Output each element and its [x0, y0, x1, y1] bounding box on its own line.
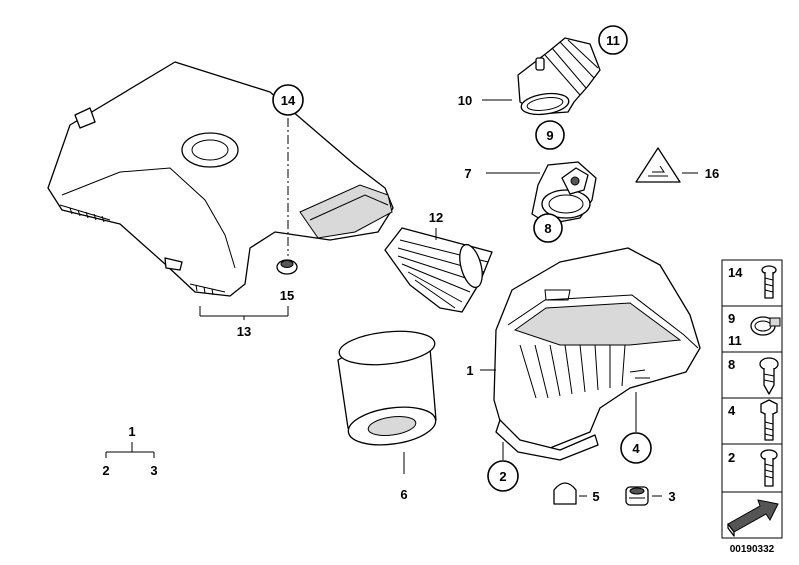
callout-10: 10	[458, 93, 472, 108]
tree-right-label: 3	[150, 463, 157, 478]
diagram-code: 00190332	[730, 544, 775, 555]
grommet-icon	[276, 259, 298, 275]
callout-16: 16	[705, 166, 719, 181]
intake-duct-icon	[384, 227, 493, 313]
tree-left-label: 2	[102, 463, 109, 478]
bracket-13	[199, 306, 289, 320]
air-mass-meter-icon	[531, 161, 597, 225]
callout-6: 6	[400, 487, 407, 502]
callout-circle-9	[535, 120, 565, 150]
callout-circle-14	[272, 84, 304, 116]
panel-label-11: 11	[728, 333, 742, 348]
callout-12: 12	[429, 210, 443, 225]
self-tapping-screw-icon	[759, 357, 779, 395]
grommet-icon	[625, 486, 649, 506]
callout-5: 5	[592, 489, 599, 504]
callout-14: 14	[281, 93, 296, 108]
callout-circle-2	[487, 460, 519, 492]
panel-label-14: 14	[728, 265, 743, 280]
panel-label-2: 2	[728, 450, 735, 465]
callout-circle-11	[598, 25, 628, 55]
filter-element-icon	[337, 330, 437, 446]
callout-7: 7	[464, 166, 471, 181]
tree-bracket	[105, 442, 155, 458]
cap-icon	[553, 482, 577, 505]
arrow-icon	[727, 499, 779, 537]
torx-screw-icon	[760, 449, 778, 487]
callout-4: 4	[632, 441, 640, 456]
hose-clamp-icon	[750, 316, 781, 336]
warning-triangle-icon	[635, 147, 681, 183]
callout-11: 11	[606, 33, 620, 48]
callout-15: 15	[280, 288, 294, 303]
callout-9: 9	[546, 128, 553, 143]
air-filter-housing-icon	[493, 247, 701, 461]
callout-circle-8	[533, 213, 563, 243]
panel-label-9: 9	[728, 311, 735, 326]
hardware-panel: 14 9 11 8 4 2	[721, 259, 783, 539]
panel-label-8: 8	[728, 357, 735, 372]
rubber-boot-icon	[517, 37, 601, 116]
callout-8: 8	[544, 221, 551, 236]
callout-3: 3	[668, 489, 675, 504]
hex-bolt-icon	[760, 399, 778, 441]
callout-circle-4	[620, 432, 652, 464]
engine-cover-icon	[47, 61, 394, 297]
callout-1: 1	[466, 363, 473, 378]
panel-label-4: 4	[728, 403, 736, 418]
tree-parent-label: 1	[128, 424, 135, 439]
callout-13: 13	[237, 324, 251, 339]
screw-icon	[761, 265, 777, 299]
callout-2: 2	[499, 469, 506, 484]
